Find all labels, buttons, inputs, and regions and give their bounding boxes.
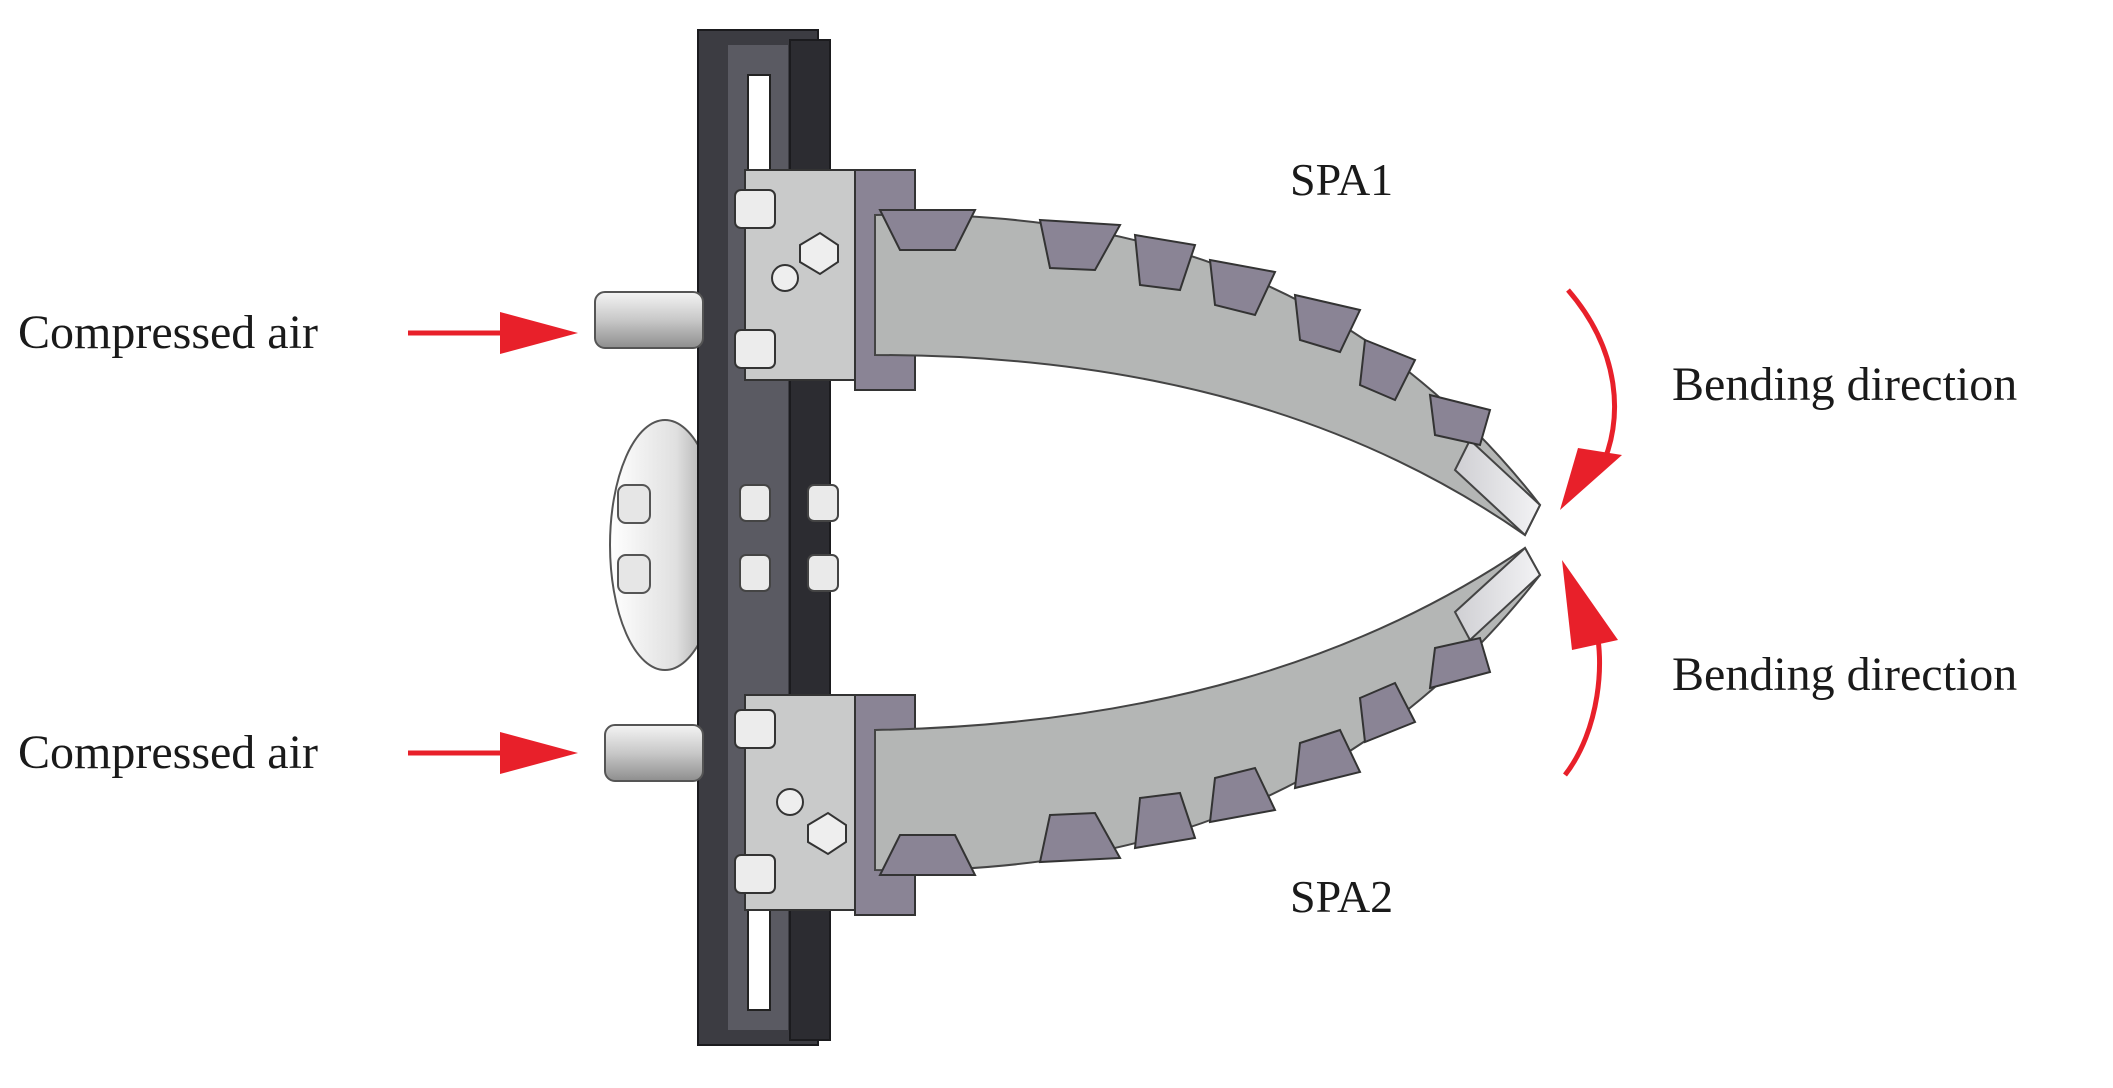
spa2-finger [874, 546, 1542, 872]
air-arrow-bottom [408, 732, 578, 774]
middle-bolts [739, 484, 839, 592]
label-spa2: SPA2 [1290, 871, 1393, 922]
mount-block-bottom [734, 694, 916, 916]
air-arrow-top [408, 312, 578, 354]
label-spa1: SPA1 [1290, 154, 1393, 205]
bend-arrow-bottom [1562, 560, 1618, 777]
label-bend-bottom: Bending direction [1672, 648, 2017, 701]
air-inlet-top [594, 291, 704, 349]
bend-arrow-top [1560, 288, 1622, 510]
label-bend-top: Bending direction [1672, 358, 2017, 411]
label-air-bottom: Compressed air [18, 726, 318, 779]
spa1-segments [878, 209, 1492, 447]
spa1-finger [874, 213, 1542, 537]
label-air-top: Compressed air [18, 306, 318, 359]
air-inlet-bottom [604, 724, 704, 782]
disc-bolt [617, 484, 651, 594]
spa2-segments [878, 636, 1492, 876]
